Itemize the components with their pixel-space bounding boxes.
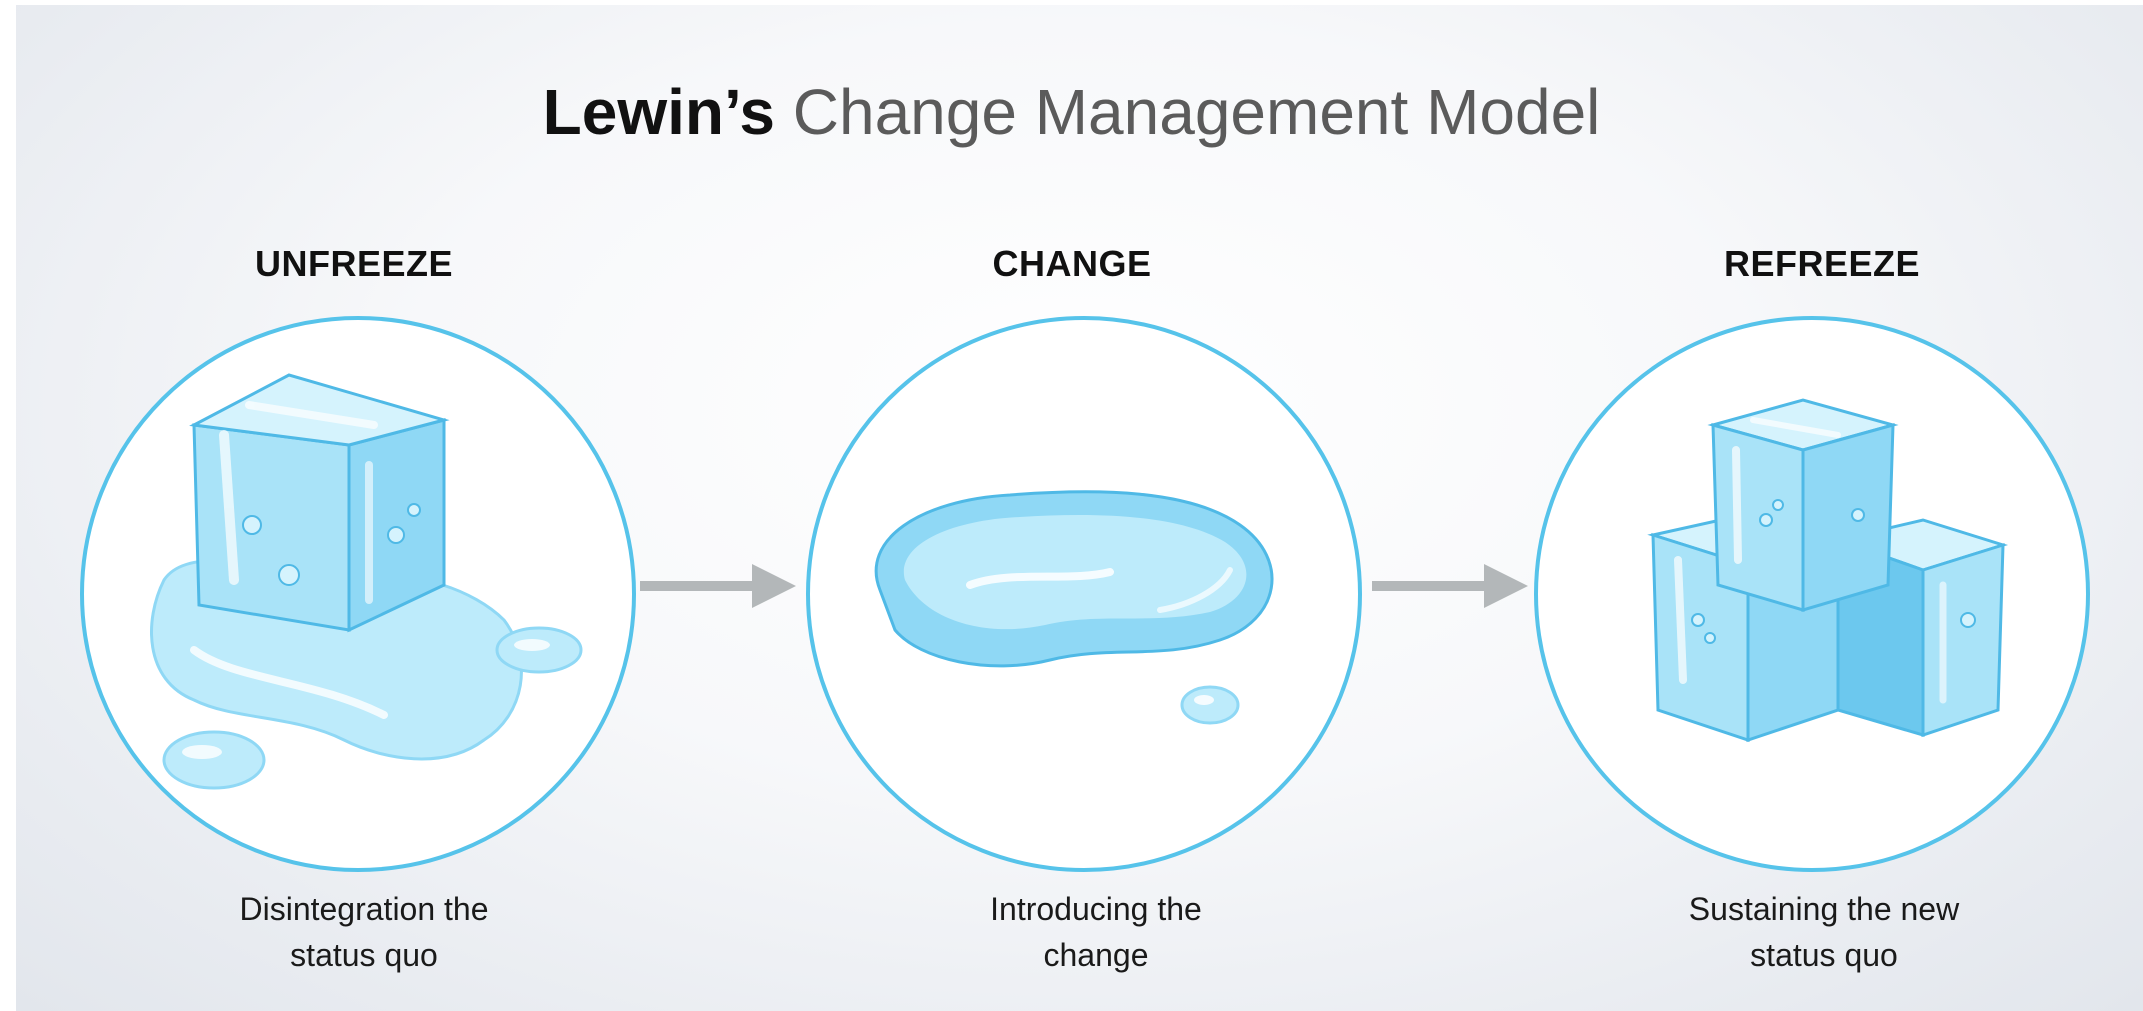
stage-label-unfreeze: UNFREEZE [254, 243, 453, 284]
arrow-right-icon [1372, 564, 1528, 608]
stage-circle-refreeze [1534, 316, 2090, 872]
stage-desc-line1: Disintegration the [239, 891, 489, 927]
stage-label-change: CHANGE [992, 243, 1152, 284]
stage-desc-line2: status quo [1750, 937, 1898, 973]
stage-desc-unfreeze: Disintegration the status quo [134, 886, 594, 978]
water-puddle-icon [874, 490, 1274, 725]
title-light: Change Management Model [792, 76, 1601, 148]
stage-desc-change: Introducing the change [866, 886, 1326, 978]
stage-label-refreeze: REFREEZE [1723, 243, 1921, 284]
stage-circle-change [806, 316, 1362, 872]
stage-desc-line2: status quo [290, 937, 438, 973]
arrow-right-icon [640, 564, 796, 608]
stage-desc-line1: Sustaining the new [1688, 891, 1960, 927]
title-bold: Lewin’s [542, 76, 775, 148]
stage-desc-line2: change [1043, 937, 1149, 973]
stage-desc-refreeze: Sustaining the new status quo [1594, 886, 2054, 978]
stage-desc-line1: Introducing the [990, 891, 1202, 927]
diagram-title: Lewin’s Change Management Model [0, 72, 2143, 152]
stacked-ice-cubes-icon [1647, 398, 2009, 743]
stage-circle-unfreeze [80, 316, 636, 872]
melting-ice-cube-icon [150, 373, 583, 790]
